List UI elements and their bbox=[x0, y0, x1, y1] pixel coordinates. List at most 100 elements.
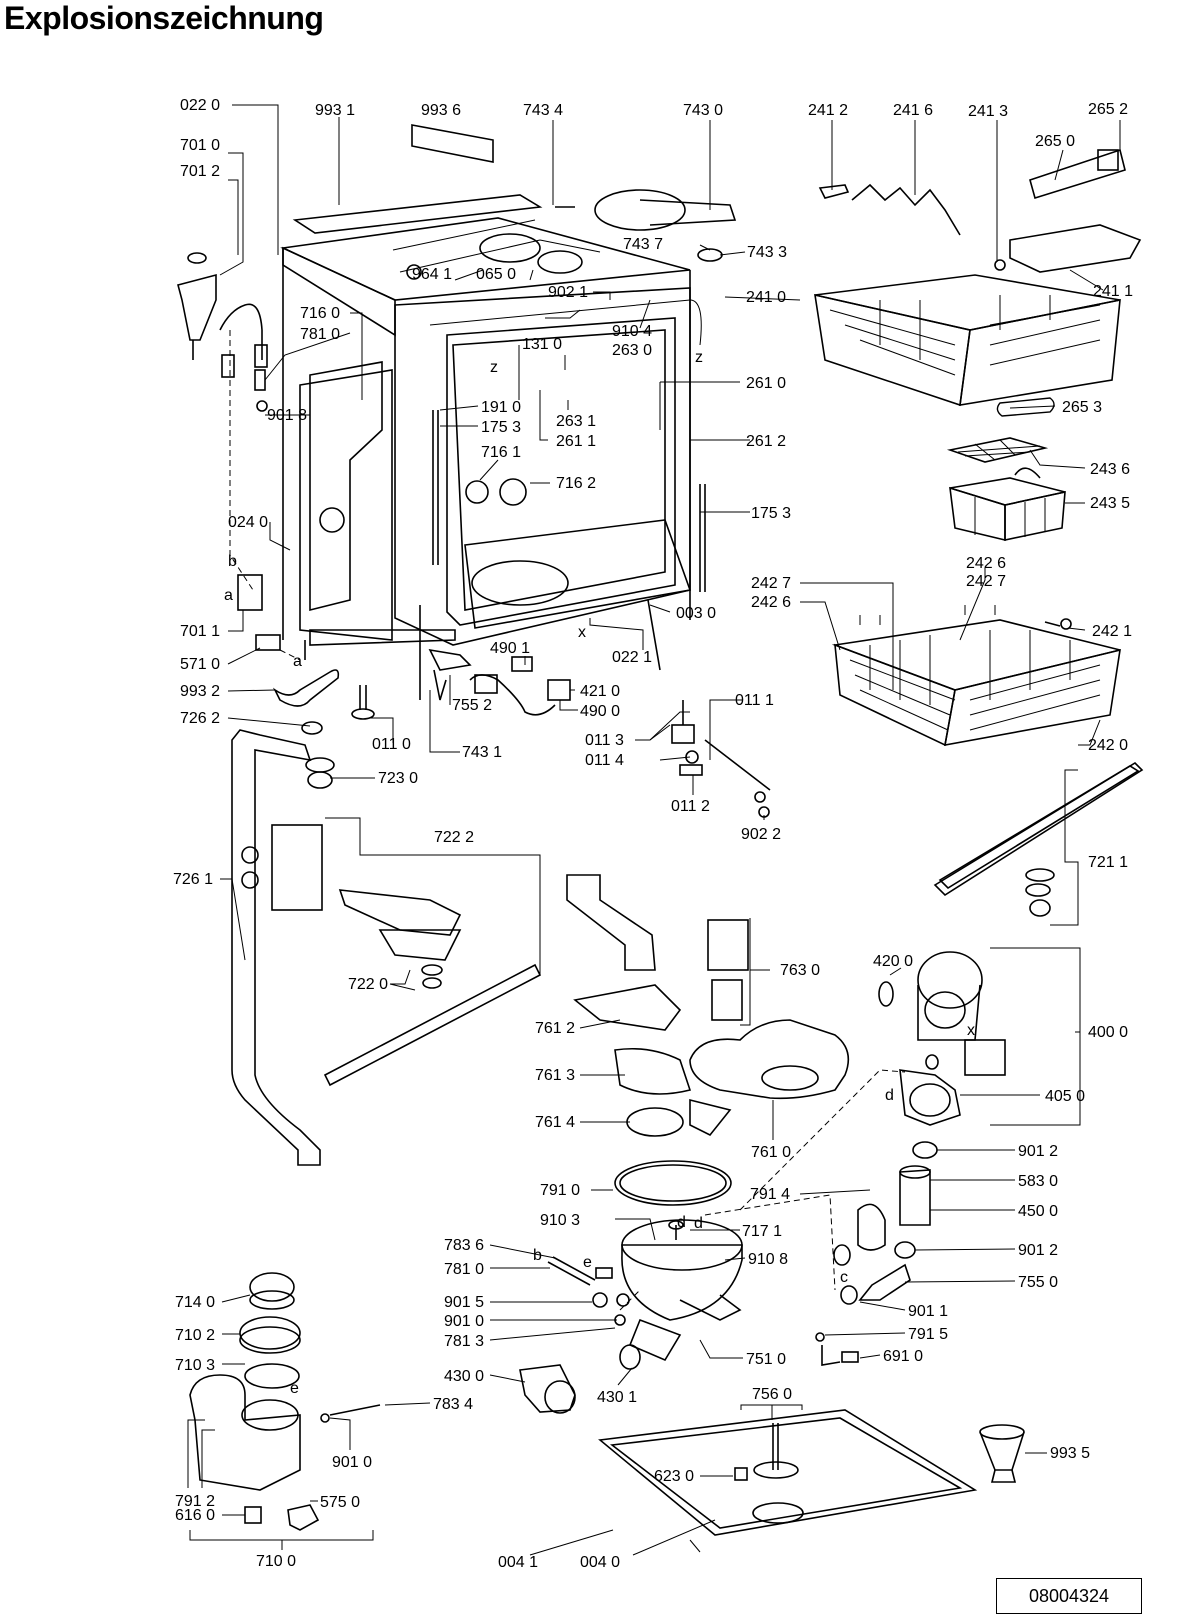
label-7610: 761 0 bbox=[751, 1144, 791, 1161]
letter-c: c bbox=[840, 1269, 848, 1286]
lower-basket bbox=[831, 605, 1121, 747]
label-7560: 756 0 bbox=[752, 1386, 792, 1403]
label-7613: 761 3 bbox=[535, 1067, 575, 1084]
label-5830: 583 0 bbox=[1018, 1173, 1058, 1190]
letter-z-2: z bbox=[490, 359, 498, 376]
label-7171: 717 1 bbox=[742, 1223, 782, 1240]
letter-x-2: x bbox=[578, 624, 586, 641]
label-0112: 011 2 bbox=[671, 798, 710, 815]
label-7550: 755 0 bbox=[1018, 1274, 1058, 1291]
letter-z: z bbox=[695, 349, 703, 366]
label-4901: 490 1 bbox=[490, 640, 530, 657]
label-0111: 011 1 bbox=[735, 692, 774, 709]
label-1310: 131 0 bbox=[522, 336, 562, 353]
label-7011: 701 1 bbox=[180, 623, 220, 640]
label-7431: 743 1 bbox=[462, 744, 502, 761]
letter-b-2: b bbox=[533, 1247, 542, 1264]
label-7836: 783 6 bbox=[444, 1237, 484, 1254]
leader-lines bbox=[187, 104, 1121, 1556]
label-9012a: 901 2 bbox=[1018, 1143, 1058, 1160]
label-9103: 910 3 bbox=[540, 1212, 580, 1229]
letter-x-1: x bbox=[967, 1022, 975, 1039]
bracket-7011: b a bbox=[224, 553, 263, 611]
label-9108: 910 8 bbox=[748, 1251, 788, 1268]
tub-frame bbox=[280, 217, 706, 700]
label-7102: 710 2 bbox=[175, 1327, 215, 1344]
label-7630: 763 0 bbox=[780, 962, 820, 979]
label-6160: 616 0 bbox=[175, 1507, 215, 1524]
label-7810b: 781 0 bbox=[444, 1261, 484, 1278]
label-9010b: 901 0 bbox=[332, 1454, 372, 1471]
label-2426a: 242 6 bbox=[966, 555, 1006, 572]
label-2630: 263 0 bbox=[612, 342, 652, 359]
label-0650: 065 0 bbox=[476, 266, 516, 283]
letter-a-1: a bbox=[224, 587, 233, 604]
label-7437: 743 7 bbox=[623, 236, 663, 253]
label-2427b: 242 7 bbox=[966, 573, 1006, 590]
label-1753a: 175 3 bbox=[481, 419, 521, 436]
label-2653: 265 3 bbox=[1062, 399, 1102, 416]
label-0220: 022 0 bbox=[180, 97, 220, 114]
letter-d-3: d bbox=[694, 1215, 703, 1232]
label-4050: 405 0 bbox=[1045, 1088, 1085, 1105]
label-0041: 004 1 bbox=[498, 1554, 538, 1571]
label-7103: 710 3 bbox=[175, 1357, 215, 1374]
label-2416: 241 6 bbox=[893, 102, 933, 119]
label-7140: 714 0 bbox=[175, 1294, 215, 1311]
part-labels: 022 0 993 1 993 6 743 4 743 0 241 2 241 … bbox=[173, 97, 1133, 1571]
label-7834: 783 4 bbox=[433, 1396, 473, 1413]
label-4300: 430 0 bbox=[444, 1368, 484, 1385]
label-2436: 243 6 bbox=[1090, 461, 1130, 478]
label-7262: 726 2 bbox=[180, 710, 220, 727]
label-0040: 004 0 bbox=[580, 1554, 620, 1571]
label-2410: 241 0 bbox=[746, 289, 786, 306]
rack-parts-top bbox=[818, 148, 1142, 273]
label-0113: 011 3 bbox=[585, 732, 624, 749]
water-inlet bbox=[177, 252, 268, 591]
label-6910: 691 0 bbox=[883, 1348, 923, 1365]
upper-basket bbox=[814, 274, 1121, 407]
label-1753b: 175 3 bbox=[751, 505, 791, 522]
label-2413: 241 3 bbox=[968, 103, 1008, 120]
label-9021: 902 1 bbox=[548, 284, 588, 301]
label-2611: 261 1 bbox=[556, 433, 596, 450]
spray-arm-7211 bbox=[933, 761, 1144, 917]
label-4210: 421 0 bbox=[580, 683, 620, 700]
sump-filter-parts bbox=[566, 874, 850, 1137]
label-2612: 261 2 bbox=[746, 433, 786, 450]
funnel-9935 bbox=[979, 1424, 1025, 1483]
label-7012: 701 2 bbox=[180, 163, 220, 180]
label-7430: 743 0 bbox=[683, 102, 723, 119]
label-7912: 791 2 bbox=[175, 1493, 215, 1510]
label-0221: 022 1 bbox=[612, 649, 652, 666]
label-4500: 450 0 bbox=[1018, 1203, 1058, 1220]
letter-b-1: b bbox=[228, 553, 237, 570]
label-7810: 781 0 bbox=[300, 326, 340, 343]
label-2427a: 242 7 bbox=[751, 575, 791, 592]
label-2426b: 242 6 bbox=[751, 594, 791, 611]
label-7434: 743 4 bbox=[523, 102, 563, 119]
label-7100: 710 0 bbox=[256, 1553, 296, 1570]
label-7910: 791 0 bbox=[540, 1182, 580, 1199]
label-2420: 242 0 bbox=[1088, 737, 1128, 754]
label-2652: 265 2 bbox=[1088, 101, 1128, 118]
diagram-title: Explosionszeichnung bbox=[4, 0, 324, 36]
label-7220: 722 0 bbox=[348, 976, 388, 993]
label-4900: 490 0 bbox=[580, 703, 620, 720]
label-7010: 701 0 bbox=[180, 137, 220, 154]
hoses bbox=[815, 1165, 931, 1366]
foot-0110 bbox=[351, 685, 375, 720]
label-9011: 901 1 bbox=[908, 1303, 948, 1320]
pump-4000: x d bbox=[878, 951, 1006, 1159]
sump-assembly bbox=[614, 1160, 743, 1362]
label-7914: 791 4 bbox=[750, 1186, 790, 1203]
drain-pump-4300 bbox=[519, 1344, 641, 1414]
label-7612: 761 2 bbox=[535, 1020, 575, 1037]
label-2412: 241 2 bbox=[808, 102, 848, 119]
label-9015: 901 5 bbox=[444, 1294, 484, 1311]
label-9936: 993 6 bbox=[421, 102, 461, 119]
label-7161: 716 1 bbox=[481, 444, 521, 461]
top-cover bbox=[292, 124, 543, 234]
label-7222: 722 2 bbox=[434, 829, 474, 846]
